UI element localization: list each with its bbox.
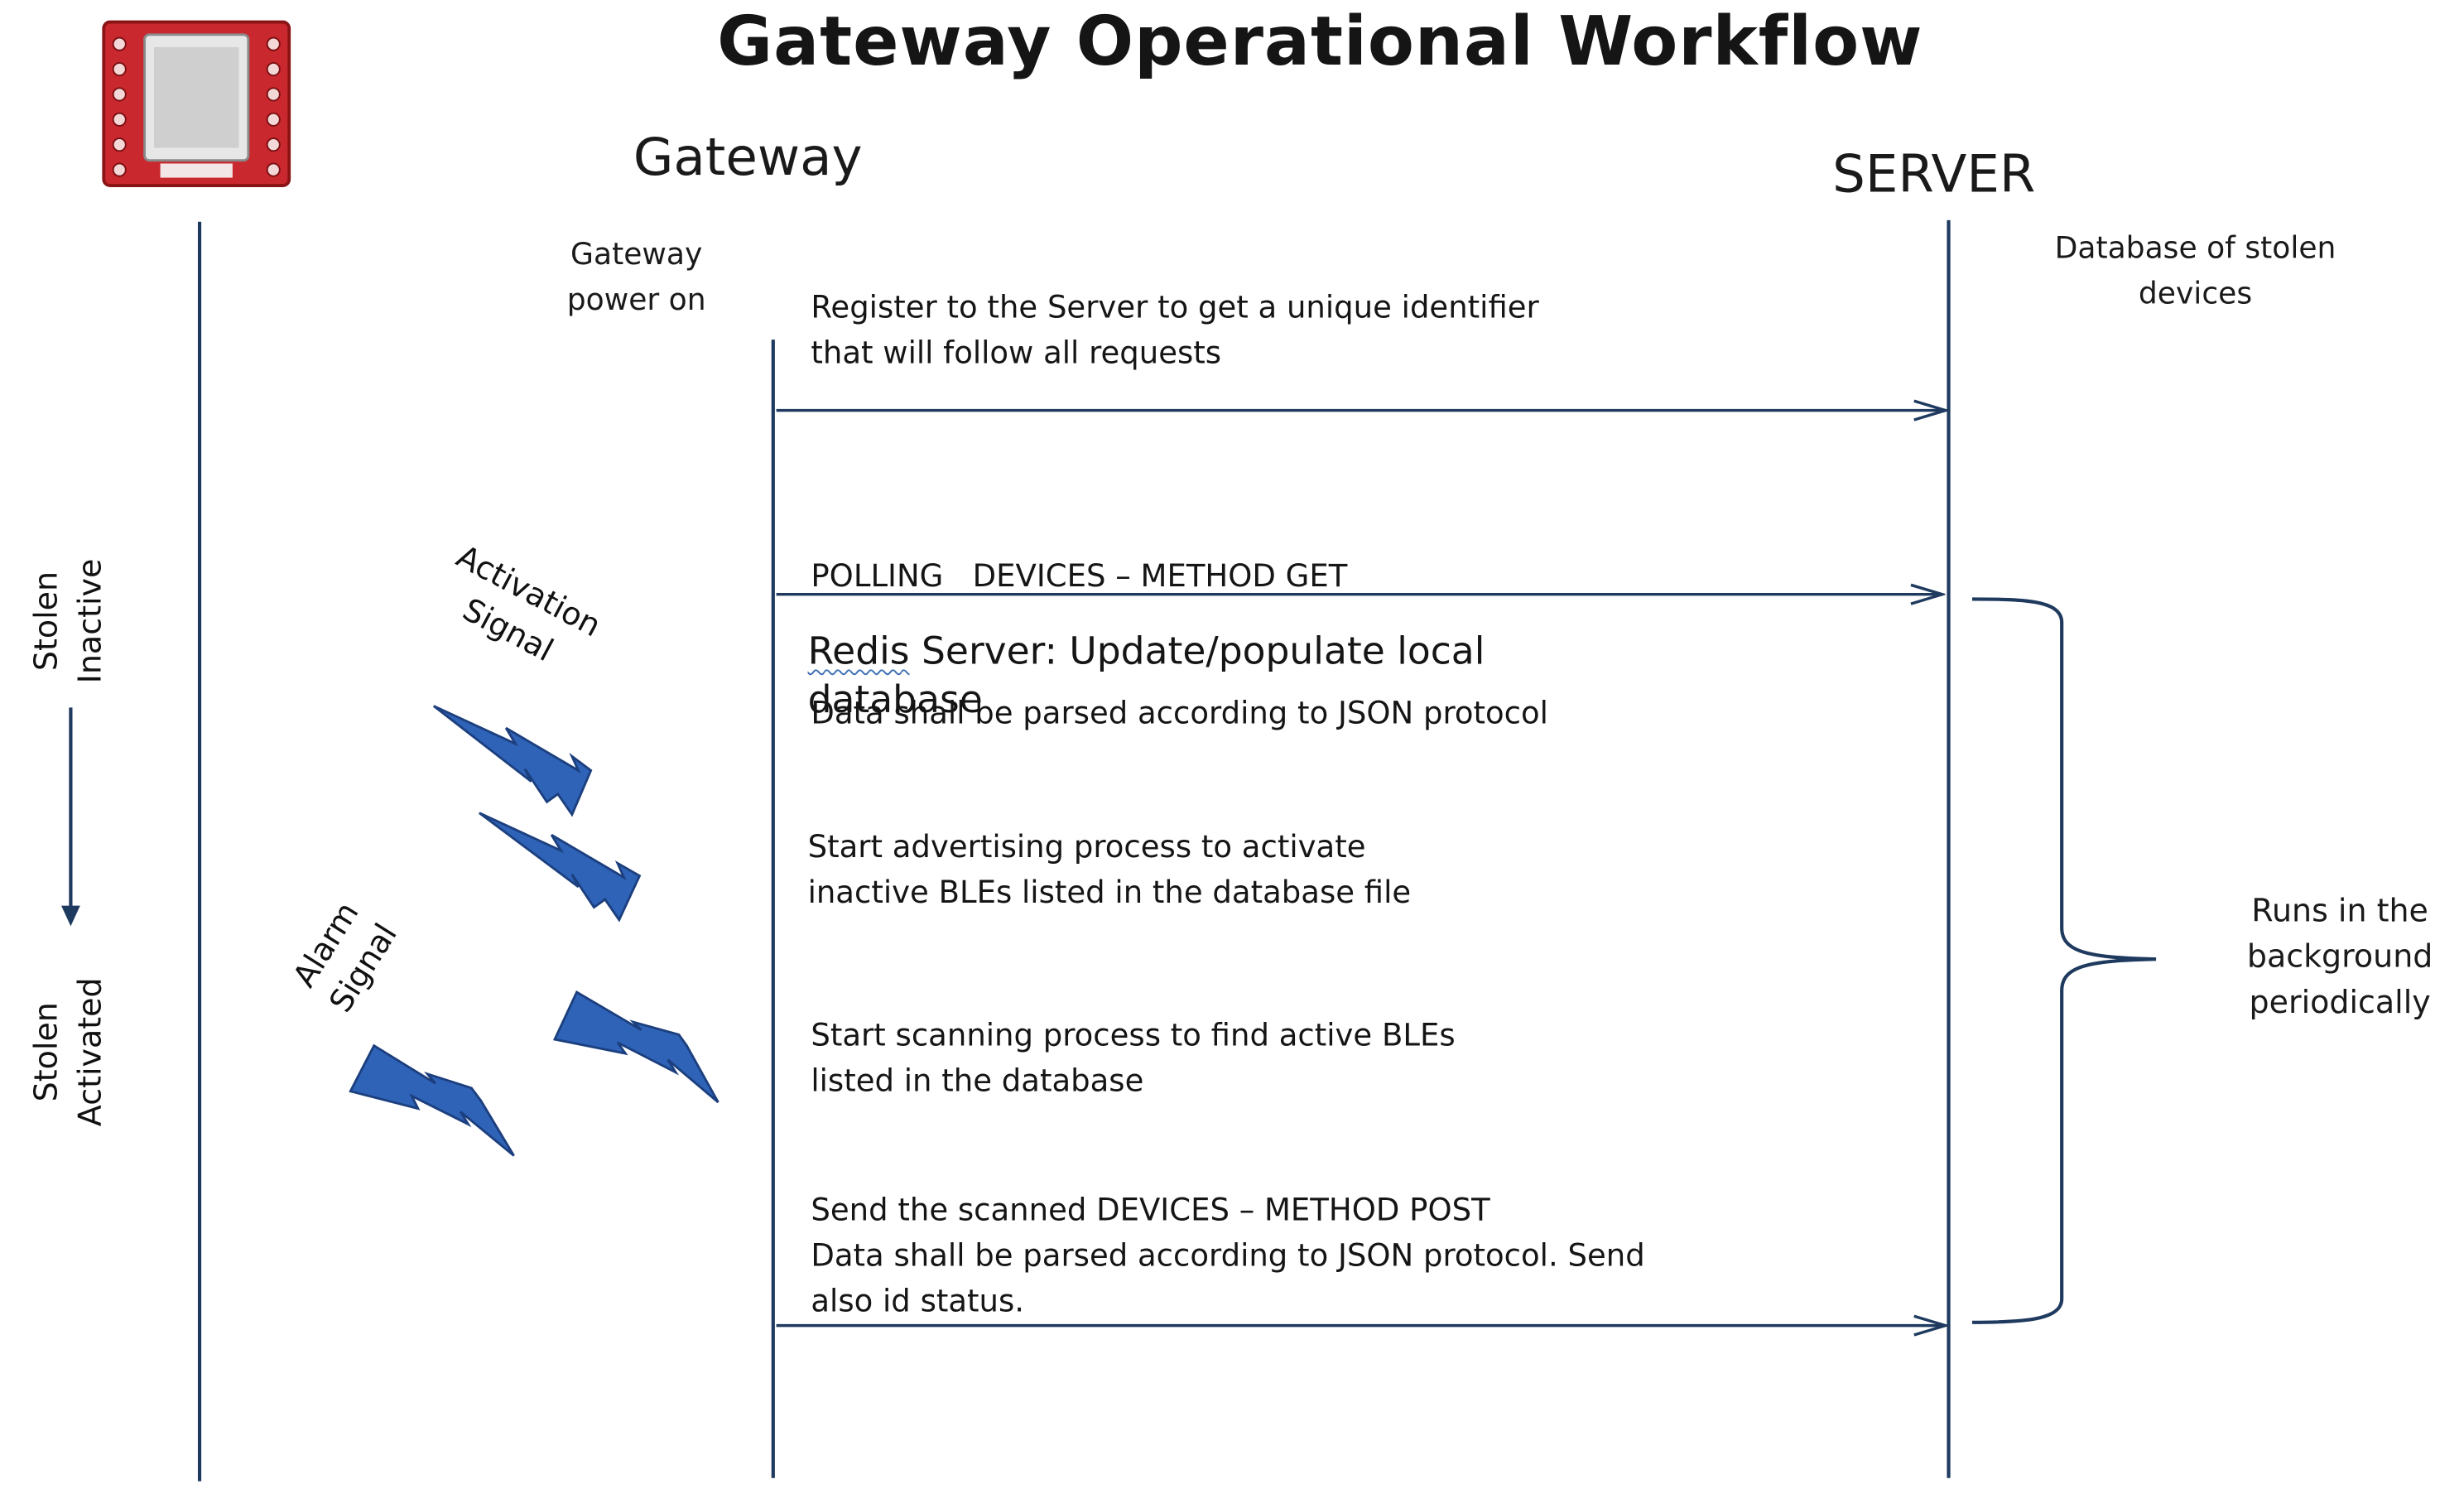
page-title: Gateway Operational Workflow	[717, 2, 1923, 82]
scanning-step-text: Start scanning process to find active BL…	[811, 1017, 1456, 1100]
lightning-bolt-icon	[479, 812, 642, 923]
lightning-bolt-icon	[349, 1043, 515, 1157]
background-note: Runs in the background periodically	[2246, 891, 2433, 1021]
register-step-text: Register to the Server to get a unique i…	[811, 289, 1539, 372]
lightning-bolt-icon	[552, 990, 719, 1104]
lightning-bolt-icon	[432, 705, 593, 817]
stolen-inactive-label: Stolen Inactive	[26, 558, 108, 684]
stolen-activated-label: Stolen Activated	[26, 977, 108, 1127]
board-icon	[102, 20, 291, 187]
gateway-column-title: Gateway	[633, 125, 863, 187]
advertising-step-text: Start advertising process to activate in…	[807, 828, 1412, 911]
background-brace	[1971, 597, 2157, 1324]
send-step-text: Send the scanned DEVICES – METHOD POST D…	[811, 1192, 1645, 1320]
database-label: Database of stolen devices	[2054, 231, 2336, 311]
server-column-title: SERVER	[1832, 142, 2036, 205]
redis-step-text: Redis Server: Update/populate local data…	[807, 629, 1485, 722]
polling-step-text: POLLING DEVICES – METHOD GET Data shall …	[811, 558, 1548, 731]
gateway-power-on-label: Gateway power on	[566, 237, 706, 318]
state-down-arrow	[61, 707, 80, 927]
